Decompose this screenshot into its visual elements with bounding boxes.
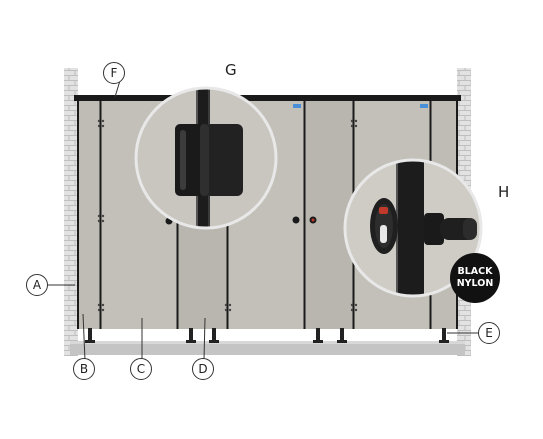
floor [70, 341, 465, 355]
support-legs [85, 328, 449, 343]
left-brick-wall [64, 68, 78, 356]
occupancy-indicator [293, 104, 301, 108]
occupancy-indicator [420, 104, 428, 108]
door-knob [292, 216, 300, 224]
leader-lines [48, 73, 478, 361]
top-rail [74, 95, 461, 101]
label-e: E [478, 322, 500, 344]
label-d: D [192, 358, 214, 380]
label-f: F [103, 62, 125, 84]
badge-line-1: BLACK [457, 266, 493, 277]
hinge-zoom-detail [134, 86, 278, 230]
label-g: G [225, 61, 237, 79]
badge-line-2: NYLON [456, 278, 494, 289]
black-nylon-badge: BLACK NYLON [450, 253, 500, 303]
label-b: B [73, 358, 95, 380]
label-h: H [498, 183, 510, 201]
label-c: C [130, 358, 152, 380]
label-a: A [26, 274, 48, 296]
